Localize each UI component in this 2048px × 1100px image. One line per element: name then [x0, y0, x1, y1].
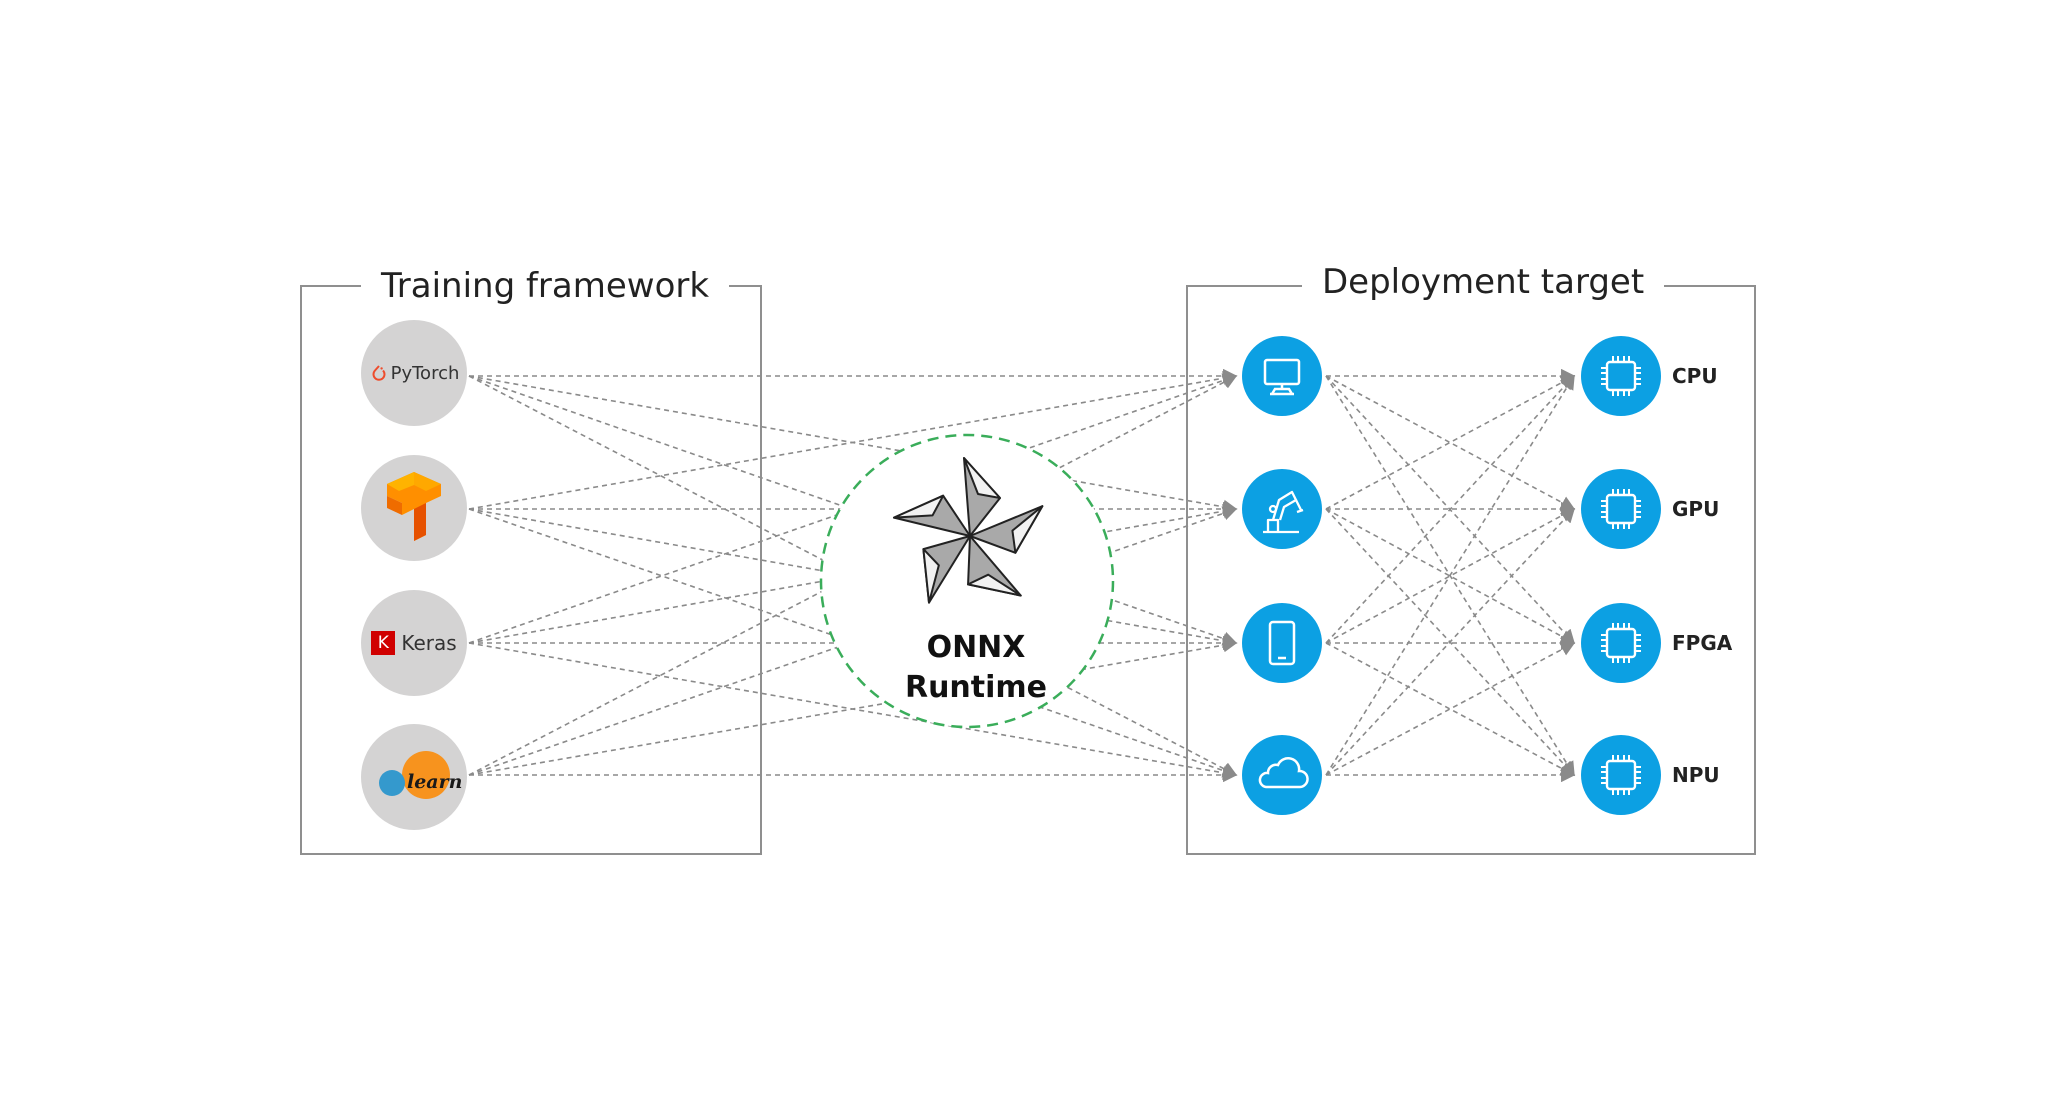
target-to-hardware-arrow-1-0: [1325, 375, 1576, 510]
hardware-fpga-label: FPGA: [1672, 631, 1733, 655]
deployment-target-title: Deployment target: [1302, 262, 1665, 302]
scikit-learn-logo-text: learn: [407, 771, 463, 793]
framework-tensorflow: [361, 455, 467, 561]
onnx-runtime-line2: Runtime: [904, 670, 1048, 705]
tensorflow-logo-icon: [379, 470, 449, 546]
keras-logo-icon: K: [371, 631, 396, 655]
scikit-learn-logo-icon: learn: [369, 747, 463, 807]
training-framework-title: Training framework: [361, 266, 730, 306]
keras-badge-letter: K: [377, 633, 389, 653]
hardware-npu-label: NPU: [1672, 763, 1720, 787]
onnx-runtime-line1: ONNX: [926, 630, 1026, 665]
hardware-gpu-label: GPU: [1672, 497, 1720, 521]
pytorch-label: PyTorch: [390, 362, 460, 384]
framework-scikit-learn: learn: [361, 724, 467, 830]
framework-pytorch: PyTorch: [361, 320, 467, 426]
target-to-hardware-arrow-0-1: [1325, 375, 1576, 510]
framework-keras: K Keras: [361, 590, 467, 696]
hardware-cpu-label: CPU: [1672, 364, 1718, 388]
pytorch-logo-icon: [369, 363, 389, 383]
keras-label: Keras: [401, 631, 457, 655]
onnx-runtime-label: ONNX Runtime: [876, 628, 1076, 708]
